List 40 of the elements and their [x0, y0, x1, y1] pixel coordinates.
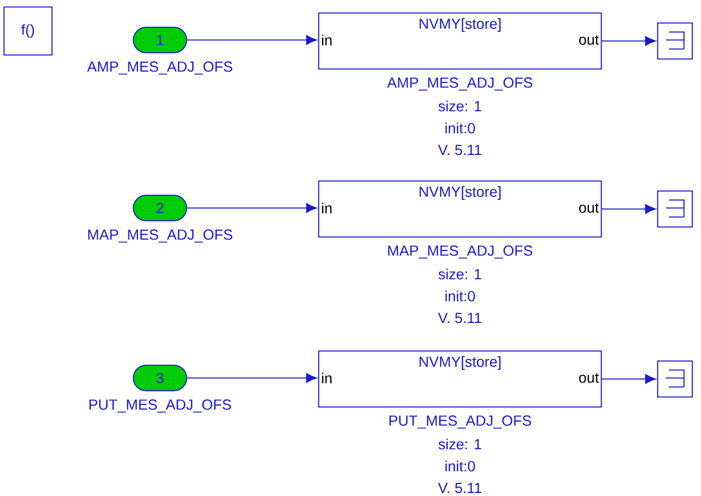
store-block: NVMY[store] in out — [318, 350, 602, 408]
block-label: V. 5.11 — [438, 482, 482, 494]
inport-block: 2 — [132, 194, 188, 222]
node-label: NVMY[store] — [420, 18, 501, 32]
block-label: MAP_MES_ADJ_OFS — [388, 245, 532, 259]
terminator-block — [657, 360, 693, 398]
block-label: init:0 — [446, 290, 475, 302]
block-label: size: 1 — [438, 438, 482, 450]
arrow — [187, 203, 317, 213]
node-label: out — [579, 35, 599, 45]
arrow — [602, 36, 656, 46]
node-label: in — [322, 202, 332, 214]
arrow — [187, 373, 317, 383]
arrow — [602, 204, 656, 214]
node-label: out — [579, 373, 599, 383]
block-label: PUT_MES_ADJ_OFS — [390, 415, 532, 429]
block-label: size: 1 — [438, 100, 482, 112]
block-label: init:0 — [446, 460, 475, 472]
store-block: NVMY[store] in out — [318, 180, 602, 238]
terminator-block — [657, 190, 693, 228]
node-label: NVMY[store] — [420, 356, 501, 370]
terminator-block — [657, 22, 693, 60]
block-label: V. 5.11 — [438, 312, 482, 324]
block-label: AMP_MES_ADJ_OFS — [387, 77, 532, 91]
function-block: f() — [3, 6, 53, 56]
block-label: size: 1 — [438, 268, 482, 280]
node-label: in — [322, 34, 332, 46]
arrow — [602, 374, 656, 384]
port-label: PUT_MES_ADJ_OFS — [90, 399, 232, 413]
store-block: NVMY[store] in out — [318, 12, 602, 70]
port-label: AMP_MES_ADJ_OFS — [87, 61, 232, 75]
arrow — [187, 35, 317, 45]
inport-block: 3 — [132, 364, 188, 392]
node-label: NVMY[store] — [420, 186, 501, 200]
block-label: V. 5.11 — [438, 144, 482, 156]
node-label: in — [322, 372, 332, 384]
inport-block: 1 — [132, 26, 188, 54]
block-label: init:0 — [446, 122, 475, 134]
port-label: MAP_MES_ADJ_OFS — [88, 229, 232, 243]
node-label: out — [579, 203, 599, 213]
